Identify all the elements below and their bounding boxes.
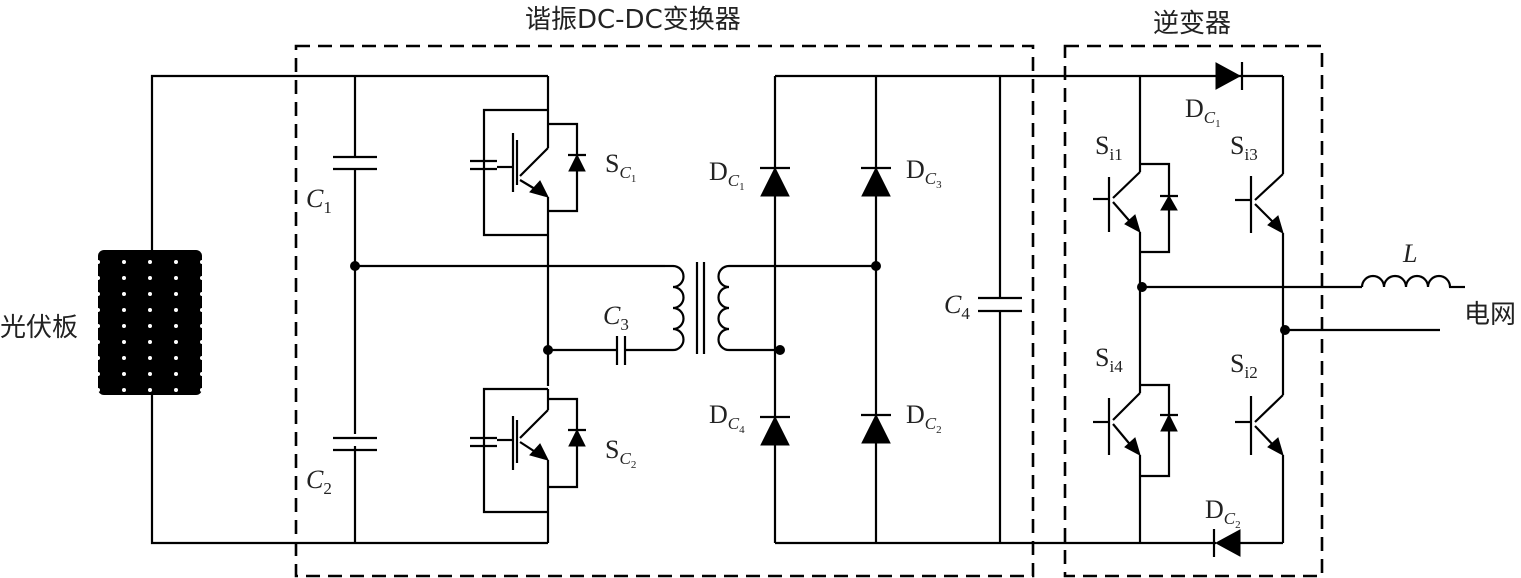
capacitor-c4 xyxy=(978,296,1022,313)
node-inverter-left xyxy=(1137,282,1147,292)
capacitor-c2 xyxy=(333,436,377,452)
label-si2: Si2 xyxy=(1230,349,1258,382)
pv-cell-dot xyxy=(174,276,178,280)
pv-cell-dot xyxy=(200,324,204,328)
label-l: L xyxy=(1402,239,1417,268)
label-si3: Si3 xyxy=(1230,131,1258,164)
pv-cell-dot xyxy=(174,372,178,376)
pv-cell-dot xyxy=(200,388,204,392)
wires-input xyxy=(150,74,665,545)
igbt-sc2 xyxy=(470,387,586,514)
pv-cell-dot xyxy=(174,260,178,264)
pv-cell-dot xyxy=(96,260,100,264)
label-dc1-inverter: DC1 xyxy=(1185,94,1221,130)
transformer xyxy=(665,262,876,354)
pv-cell-dot xyxy=(200,260,204,264)
pv-cell-dot xyxy=(148,292,152,296)
pv-panel-label: 光伏板 xyxy=(0,313,78,343)
label-c3: C3 xyxy=(603,301,629,334)
diode-dc4-rectifier xyxy=(760,415,790,446)
label-dc2-rectifier: DC2 xyxy=(906,400,942,436)
label-sc1: SC1 xyxy=(605,149,636,185)
dcdc-block-title: 谐振DC-DC变换器 xyxy=(525,5,741,35)
pv-cell-dot xyxy=(148,260,152,264)
dcdc-block-boundary xyxy=(294,44,1035,578)
pv-cell-dot xyxy=(148,324,152,328)
pv-cell-dot xyxy=(148,388,152,392)
label-c4: C4 xyxy=(944,290,970,323)
pv-cell-dot xyxy=(122,372,126,376)
pv-cell-dot xyxy=(96,388,100,392)
pv-cell-dot xyxy=(122,260,126,264)
pv-cell-dot xyxy=(96,324,100,328)
pv-cell-dot xyxy=(148,356,152,360)
label-si1: Si1 xyxy=(1095,131,1123,164)
inductor-l xyxy=(1360,274,1452,288)
pv-cell-dot xyxy=(122,356,126,360)
label-sc2: SC2 xyxy=(605,435,636,471)
pv-cell-dot xyxy=(96,308,100,312)
pv-cell-dot xyxy=(148,308,152,312)
pv-cell-dot xyxy=(122,340,126,344)
diode-dc2-inverter xyxy=(1212,529,1241,557)
pv-cell-dot xyxy=(174,324,178,328)
diode-dc1-rectifier xyxy=(760,166,790,197)
pv-cell-dot xyxy=(148,340,152,344)
pv-cell-dot xyxy=(96,340,100,344)
rectifier-wires xyxy=(773,74,1140,545)
node-inverter-right xyxy=(1280,325,1290,335)
node-rectifier-right xyxy=(871,261,881,271)
igbt-si1 xyxy=(1093,162,1178,254)
pv-cell-dot xyxy=(96,276,100,280)
igbt-si3 xyxy=(1235,173,1284,235)
diode-dc2-rectifier xyxy=(861,413,891,444)
pv-cell-dot xyxy=(148,372,152,376)
pv-cell-dot xyxy=(174,292,178,296)
pv-cell-dot xyxy=(148,276,152,280)
inverter-block-boundary xyxy=(1063,44,1324,578)
diode-dc3-rectifier xyxy=(861,166,891,197)
pv-cell-dot xyxy=(122,276,126,280)
capacitor-c3 xyxy=(548,336,673,365)
output-wires xyxy=(1140,285,1465,332)
igbt-si4 xyxy=(1093,383,1178,478)
pv-cell-dot xyxy=(122,388,126,392)
node-c1-c2 xyxy=(350,261,360,271)
inverter-block-title: 逆变器 xyxy=(1153,9,1231,39)
pv-cell-dot xyxy=(200,292,204,296)
pv-panel-icon xyxy=(96,250,204,395)
label-dc1-rectifier: DC1 xyxy=(709,157,745,193)
igbt-sc1 xyxy=(470,108,586,237)
inverter-wires xyxy=(1065,74,1285,545)
label-dc2-inverter: DC2 xyxy=(1205,495,1241,531)
diode-dc1-inverter xyxy=(1215,62,1244,90)
node-rectifier-left xyxy=(775,345,785,355)
pv-cell-dot xyxy=(200,356,204,360)
pv-cell-dot xyxy=(122,292,126,296)
pv-cell-dot xyxy=(174,356,178,360)
label-si4: Si4 xyxy=(1095,343,1123,376)
pv-cell-dot xyxy=(96,292,100,296)
pv-cell-dot xyxy=(96,356,100,360)
pv-cell-dot xyxy=(174,340,178,344)
pv-cell-dot xyxy=(200,372,204,376)
pv-cell-dot xyxy=(200,340,204,344)
label-dc4-rectifier: DC4 xyxy=(709,400,745,436)
pv-cell-dot xyxy=(122,308,126,312)
label-dc3-rectifier: DC3 xyxy=(906,155,942,191)
pv-cell-dot xyxy=(174,308,178,312)
capacitor-c1 xyxy=(333,155,377,171)
grid-label: 电网 xyxy=(1464,300,1516,330)
label-c2: C2 xyxy=(306,465,332,498)
label-c1: C1 xyxy=(306,184,332,217)
pv-cell-dot xyxy=(96,372,100,376)
pv-cell-dot xyxy=(174,388,178,392)
igbt-si2 xyxy=(1235,394,1284,457)
pv-cell-dot xyxy=(122,324,126,328)
pv-cell-dot xyxy=(200,276,204,280)
pv-cell-dot xyxy=(200,308,204,312)
